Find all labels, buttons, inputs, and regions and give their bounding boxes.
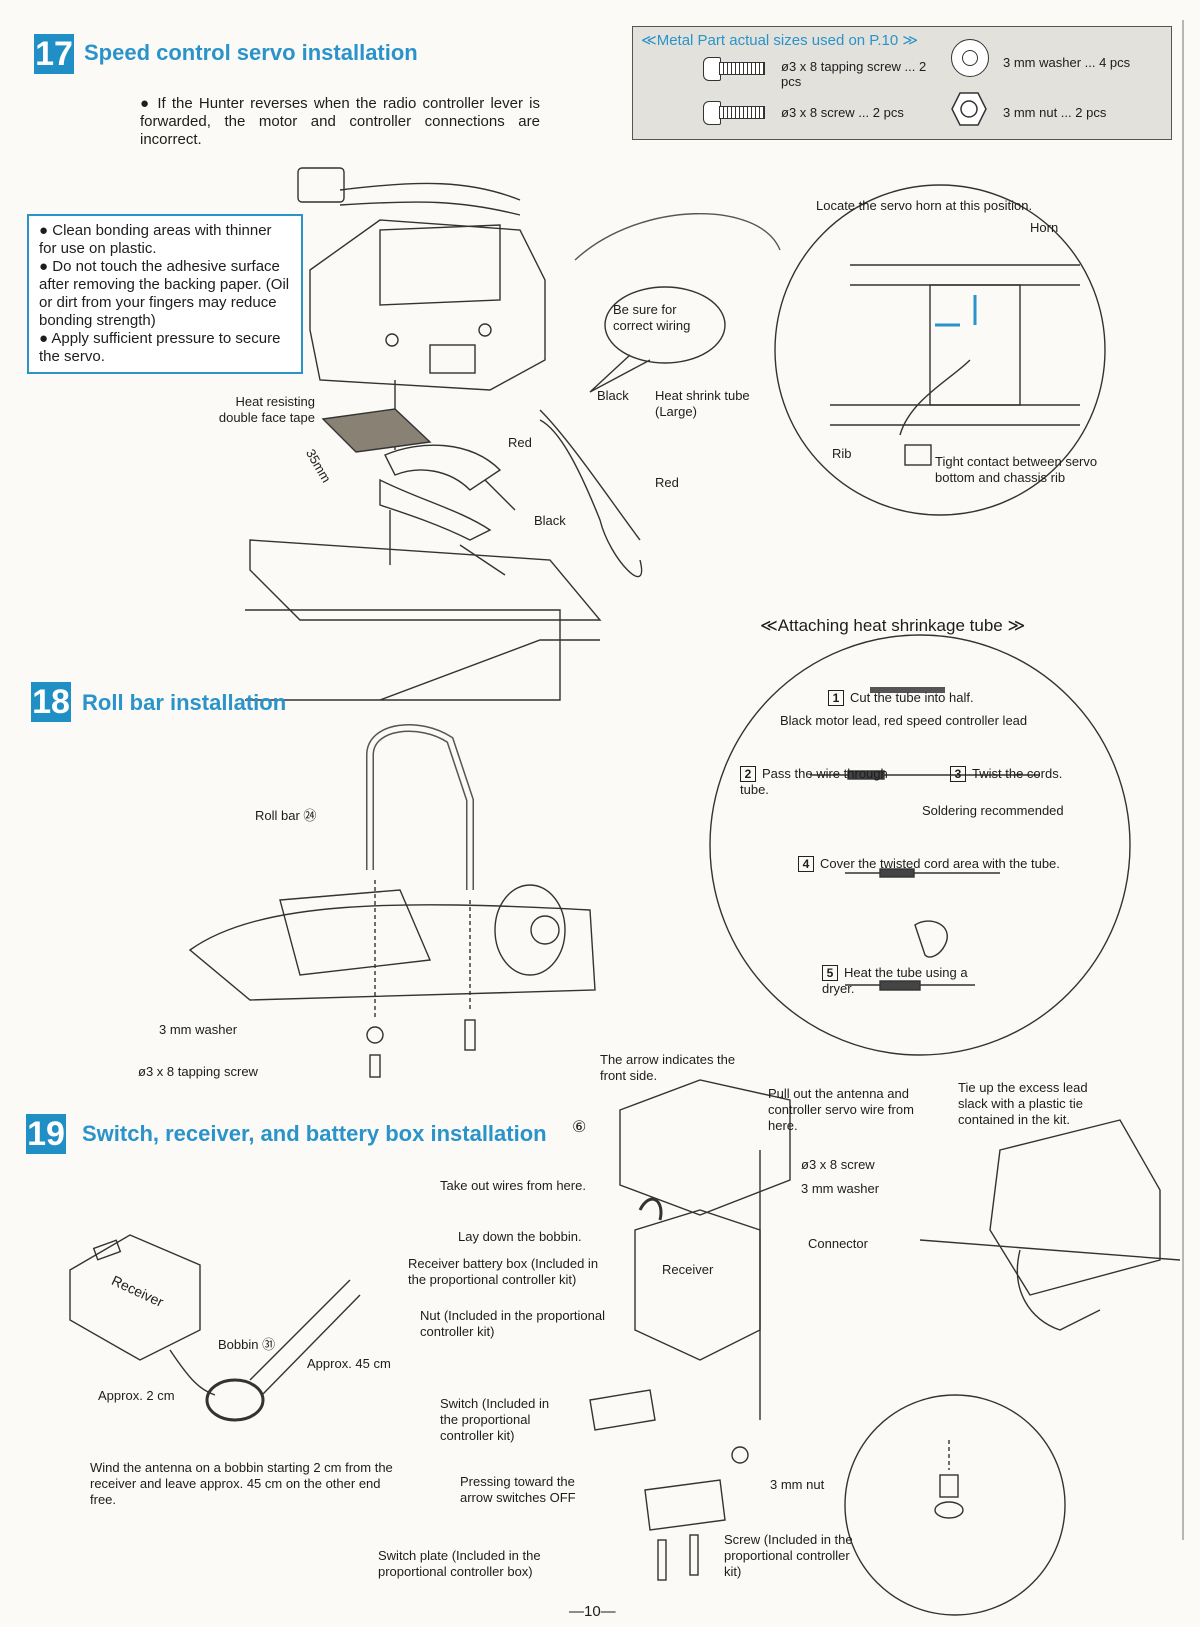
arrow-front-label: The arrow indicates the front side.: [600, 1052, 736, 1083]
lead-note: Black motor lead, red speed controller l…: [780, 713, 1028, 728]
washer-icon: [951, 39, 989, 77]
black-wire-label-2: Black: [534, 513, 566, 528]
screw-included-label: Screw (Included in the proportional cont…: [724, 1532, 853, 1579]
step-17-note-text: If the Hunter reverses when the radio co…: [140, 95, 540, 148]
tapping-screw-icon: [703, 57, 765, 81]
approx-2-label: Approx. 2 cm: [98, 1388, 175, 1403]
bonding-tip: ● Apply sufficient pressure to secure th…: [39, 330, 281, 365]
roll-bar-label: Roll bar ㉔: [255, 808, 317, 823]
rib-label: Rib: [832, 446, 852, 461]
bonding-tips-box: ● Clean bonding areas with thinner for u…: [27, 214, 303, 374]
nut-included-label: Nut (Included in the proportional contro…: [420, 1308, 606, 1339]
page-number: —10—: [569, 1603, 616, 1620]
servo-illustration: [297, 167, 643, 577]
horn-detail-circle: [774, 184, 1106, 516]
switch-plate-label: Switch plate (Included in the proportion…: [378, 1548, 541, 1579]
washer-label-18: 3 mm washer: [159, 1022, 238, 1037]
screw-label-19: ø3 x 8 screw: [801, 1157, 875, 1172]
receiver-battery-label: Receiver battery box (Included in the pr…: [408, 1256, 599, 1287]
washer-label-19: 3 mm washer: [801, 1181, 880, 1196]
step-19-number: 19: [26, 1114, 66, 1154]
tapping-screw-label-18: ø3 x 8 tapping screw: [138, 1064, 258, 1079]
wind-note: Wind the antenna on a bobbin starting 2 …: [90, 1460, 393, 1507]
bonding-tip: ● Do not touch the adhesive surface afte…: [39, 258, 290, 329]
metal-parts-title: ≪Metal Part actual sizes used on P.10 ≫: [641, 32, 919, 49]
nut-icon: [951, 91, 987, 127]
part-ref: ⑥: [572, 1119, 587, 1136]
take-out-label: Take out wires from here.: [440, 1178, 586, 1193]
locate-horn-label: Locate the servo horn at this position.: [816, 198, 1033, 213]
step-17-title: Speed control servo installation: [84, 40, 418, 65]
tight-contact-label: Tight contact between servo bottom and c…: [935, 454, 1098, 485]
red-wire-label-2: Red: [655, 475, 679, 490]
step-18-number: 18: [31, 682, 71, 722]
be-sure-label: Be sure for correct wiring: [613, 302, 691, 333]
pressing-label: Pressing toward the arrow switches OFF: [460, 1474, 576, 1505]
solder-note: Soldering recommended: [922, 803, 1064, 818]
bonding-tip: ● Clean bonding areas with thinner for u…: [39, 222, 272, 257]
heat-shrink-title: ≪Attaching heat shrinkage tube ≫: [760, 616, 1026, 635]
pull-antenna-label: Pull out the antenna and controller serv…: [768, 1086, 914, 1133]
step-19-title: Switch, receiver, and battery box instal…: [82, 1121, 547, 1146]
bullet-icon: ●: [140, 95, 158, 112]
approx-45-label: Approx. 45 cm: [307, 1356, 391, 1371]
receiver-label: Receiver: [662, 1262, 714, 1277]
parts-item-nut: 3 mm nut ... 2 pcs: [1003, 105, 1107, 120]
red-wire-label-1: Red: [508, 435, 532, 450]
step-17-note: ● If the Hunter reverses when the radio …: [140, 95, 540, 149]
black-wire-label-1: Black: [597, 388, 629, 403]
parts-item-tapping-screw: ø3 x 8 tapping screw ... 2 pcs: [781, 59, 927, 89]
lay-bobbin-label: Lay down the bobbin.: [458, 1229, 582, 1244]
switch-label: Switch (Included in the proportional con…: [440, 1396, 550, 1443]
heat-shrink-label: Heat shrink tube (Large): [655, 388, 750, 419]
screw-icon: [703, 101, 765, 125]
nut-3mm-label: 3 mm nut: [770, 1477, 825, 1492]
step-17-number: 17: [34, 34, 74, 74]
step-18-title: Roll bar installation: [82, 690, 287, 715]
connector-label: Connector: [808, 1236, 868, 1251]
bobbin-label: Bobbin ㉛: [218, 1337, 276, 1352]
horn-label: Horn: [1030, 220, 1059, 235]
tape-label: Heat resisting double face tape: [218, 394, 315, 425]
heat-shrink-circle: [709, 634, 1131, 1056]
parts-item-washer: 3 mm washer ... 4 pcs: [1003, 55, 1131, 70]
tie-up-label: Tie up the excess lead slack with a plas…: [958, 1080, 1088, 1127]
parts-item-screw: ø3 x 8 screw ... 2 pcs: [781, 105, 904, 120]
metal-parts-box: ≪Metal Part actual sizes used on P.10 ≫ …: [632, 26, 1172, 140]
